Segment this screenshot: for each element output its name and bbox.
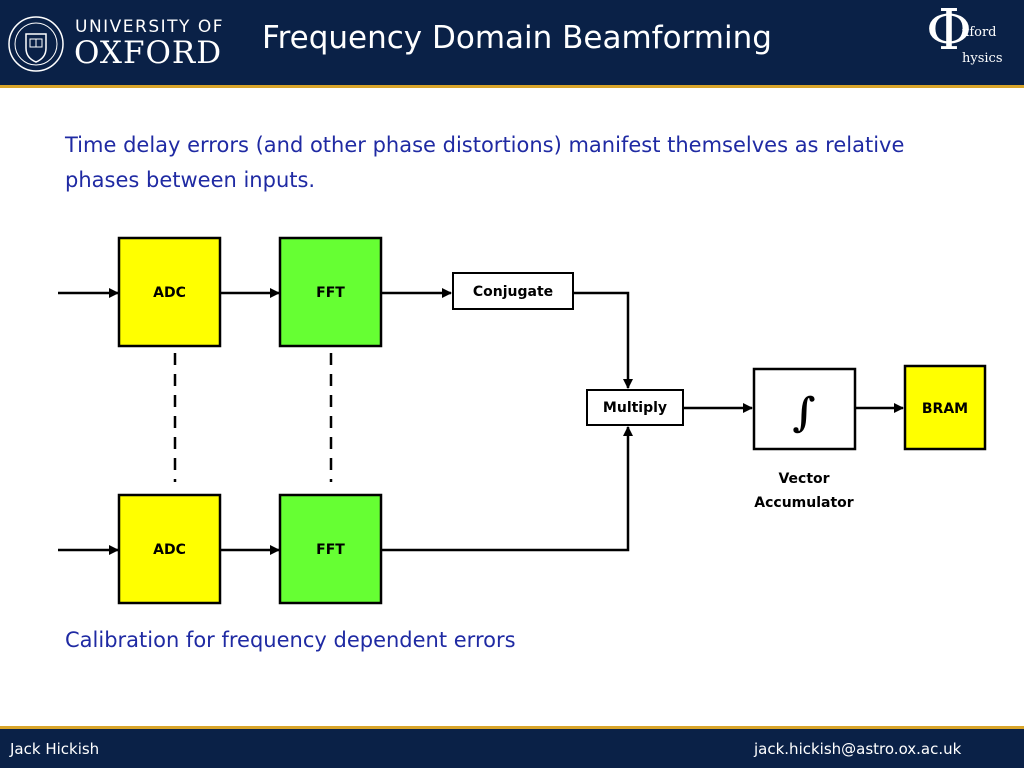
calibration-text: Calibration for frequency dependent erro… <box>65 628 516 652</box>
adc-label-top: ADC <box>153 285 186 301</box>
vector-accumulator-label-line1: Vector <box>778 471 829 487</box>
footer-author: Jack Hickish <box>10 740 100 758</box>
conjugate-block <box>452 272 574 310</box>
slide-title: Frequency Domain Beamforming <box>262 20 772 56</box>
adc-block-bottom <box>117 493 222 605</box>
fft-label-bottom: FFT <box>316 542 345 558</box>
footer-rule <box>0 726 1024 729</box>
footer-bar <box>0 729 1024 768</box>
adc-block-top <box>117 236 222 348</box>
conjugate-multiply-arrow <box>573 291 633 389</box>
footer-email: jack.hickish@astro.ox.ac.uk <box>754 740 962 758</box>
adc-label-bottom: ADC <box>153 542 186 558</box>
header-rule <box>0 85 1024 88</box>
intro-text: Time delay errors (and other phase disto… <box>65 133 905 192</box>
vector-accumulator-label-line2: Accumulator <box>754 495 854 511</box>
university-label-line1: UNIVERSITY OF <box>75 17 224 37</box>
header-bar <box>0 0 1024 85</box>
conjugate-label: Conjugate <box>473 284 553 300</box>
oxford-physics-logo: Φ xford hysics <box>926 0 1020 78</box>
integral-icon: ∫ <box>792 389 815 436</box>
fft-block-bottom <box>278 493 383 605</box>
fft-block-top <box>278 236 383 348</box>
fft-multiply-arrow-bottom <box>381 426 633 552</box>
multiply-label: Multiply <box>603 400 667 416</box>
multiply-block <box>586 389 684 426</box>
bram-label: BRAM <box>922 401 968 417</box>
phi-icon: Φ <box>926 0 972 63</box>
oxford-crest-icon <box>8 16 64 72</box>
physics-logo-line2: hysics <box>962 51 1003 66</box>
physics-logo-line1: xford <box>962 25 997 40</box>
bram-block <box>903 364 987 451</box>
fft-label-top: FFT <box>316 285 345 301</box>
university-label-line2: OXFORD <box>74 35 223 71</box>
